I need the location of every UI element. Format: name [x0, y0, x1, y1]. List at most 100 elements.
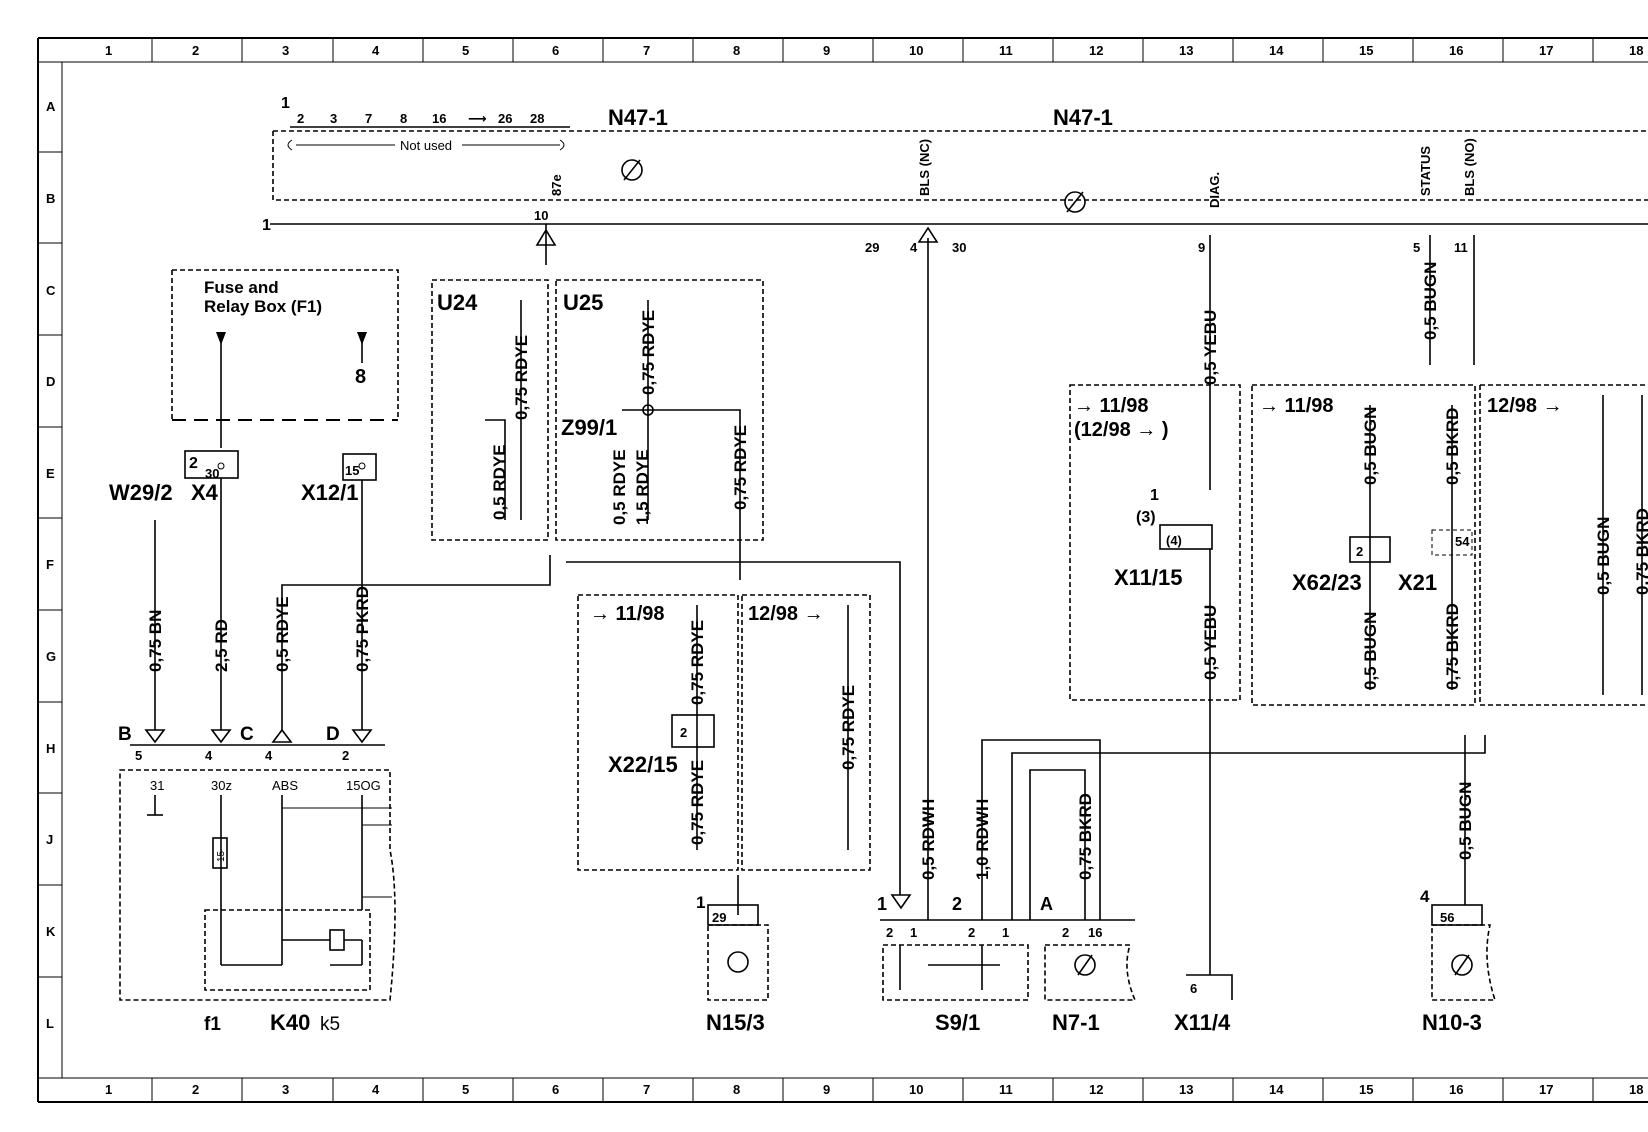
svg-text:0,5 YEBU: 0,5 YEBU — [1201, 605, 1220, 680]
col-7-bottom: 7 — [643, 1082, 650, 1097]
svg-text:0,5 BUGN: 0,5 BUGN — [1456, 782, 1475, 860]
svg-text:2: 2 — [1062, 925, 1069, 940]
svg-text:5: 5 — [1413, 240, 1420, 255]
svg-text:4: 4 — [205, 748, 213, 763]
col-14-bottom: 14 — [1269, 1082, 1284, 1097]
svg-text:29: 29 — [865, 240, 879, 255]
terminal-status: STATUS — [1418, 146, 1433, 196]
ecu-symbol-icon — [1064, 191, 1086, 213]
col-7: 7 — [643, 43, 650, 58]
col-10: 10 — [909, 43, 923, 58]
col-15: 15 — [1359, 43, 1373, 58]
svg-text:9: 9 — [1198, 240, 1205, 255]
svg-text:0,75 RDYE: 0,75 RDYE — [839, 685, 858, 770]
svg-text:30: 30 — [952, 240, 966, 255]
svg-text:2: 2 — [1356, 544, 1363, 559]
col-13: 13 — [1179, 43, 1193, 58]
svg-text:2: 2 — [189, 455, 198, 472]
svg-text:0,5 RDYE: 0,5 RDYE — [610, 449, 629, 525]
f1-label: f1 — [204, 1014, 221, 1035]
row-D: D — [46, 374, 55, 389]
k5-label: k5 — [320, 1014, 340, 1035]
svg-text:5: 5 — [135, 748, 142, 763]
x21-label: X21 — [1398, 570, 1437, 595]
svg-text:15OG: 15OG — [346, 778, 381, 793]
col-15-bottom: 15 — [1359, 1082, 1373, 1097]
n47-1-label-left: N47-1 — [608, 105, 668, 130]
svg-text:0,75 RDYE: 0,75 RDYE — [688, 620, 707, 705]
u24-u25-block: U24 U25 0,75 RDYE 0,5 RDYE Z99/1 0,75 RD… — [431, 224, 901, 895]
col-18: 18 — [1629, 43, 1643, 58]
terminal-diag: DIAG. — [1207, 172, 1222, 208]
col-8: 8 — [733, 43, 740, 58]
svg-text:29: 29 — [712, 910, 726, 925]
w29-2-label: W29/2 — [109, 480, 173, 505]
x22-15-block: → 11/98 12/98 → 2 X22/15 0,75 RDYE 0,75 … — [577, 594, 871, 915]
svg-text:→ 11/98: → 11/98 — [590, 603, 665, 625]
svg-text:2: 2 — [886, 925, 893, 940]
wire-05-rdye: 0,5 RDYE — [273, 596, 292, 672]
col-11: 11 — [999, 43, 1013, 58]
svg-text:4: 4 — [1420, 887, 1430, 906]
svg-text:16: 16 — [432, 111, 446, 126]
x62-x21-block: 0,5 BUGN → 11/98 12/98 → 0,5 BUGN 2 X62/… — [1251, 235, 1648, 706]
svg-text:1: 1 — [1002, 925, 1009, 940]
svg-text:12/98 →: 12/98 → — [748, 603, 824, 625]
col-1: 1 — [105, 43, 112, 58]
svg-text:2: 2 — [952, 894, 962, 914]
svg-text:0,75 BKRD: 0,75 BKRD — [1443, 603, 1462, 690]
x62-23-label: X62/23 — [1292, 570, 1362, 595]
fuse-box-title-2: Relay Box (F1) — [204, 297, 322, 316]
svg-text:0,5 BUGN: 0,5 BUGN — [1361, 407, 1380, 485]
svg-text:(4): (4) — [1166, 533, 1182, 548]
col-4-bottom: 4 — [372, 1082, 380, 1097]
n15-3-module: 1 29 N15/3 — [696, 893, 769, 1035]
z99-1-label: Z99/1 — [561, 415, 617, 440]
row-G: G — [46, 649, 56, 664]
col-16: 16 — [1449, 43, 1463, 58]
n7-1-module: N7-1 — [1044, 944, 1137, 1035]
col-14: 14 — [1269, 43, 1284, 58]
s9-1-module: 0,5 RDWH 1,0 RDWH 0,75 BKRD 1 2 A 2 1 2 … — [877, 226, 1486, 1035]
k40-module: B C D 5 4 4 2 31 30z ABS 15OG 15 — [118, 724, 396, 1035]
row-H: H — [46, 741, 55, 756]
svg-text:7: 7 — [365, 111, 372, 126]
svg-text:16: 16 — [1088, 925, 1102, 940]
svg-text:1: 1 — [910, 925, 917, 940]
svg-text:0,75 RDYE: 0,75 RDYE — [639, 310, 658, 395]
col-12-bottom: 12 — [1089, 1082, 1103, 1097]
svg-text:15: 15 — [345, 463, 359, 478]
u24-label: U24 — [437, 290, 478, 315]
fuse-box-title-1: Fuse and — [204, 278, 279, 297]
x11-15-block: 0,5 YEBU → 11/98 (12/98 → ) 1 (3) (4) X1… — [1069, 235, 1241, 1035]
col-3: 3 — [282, 43, 289, 58]
svg-text:1,5 RDYE: 1,5 RDYE — [633, 449, 652, 525]
svg-text:28: 28 — [530, 111, 544, 126]
svg-text:A: A — [1040, 894, 1053, 914]
x12-1-connector: 15 X12/1 — [301, 453, 377, 505]
n47-1-label-right: N47-1 — [1053, 105, 1113, 130]
svg-text:0,5 RDWH: 0,5 RDWH — [919, 799, 938, 880]
top-connector-pin-1: 1 — [281, 95, 290, 112]
n10-3-module: 0,5 BUGN 4 56 N10-3 — [1420, 735, 1497, 1035]
svg-text:1: 1 — [696, 893, 705, 912]
col-6-bottom: 6 — [552, 1082, 559, 1097]
svg-text:54: 54 — [1455, 534, 1470, 549]
svg-text:0,75 BKRD: 0,75 BKRD — [1633, 508, 1648, 595]
col-16-bottom: 16 — [1449, 1082, 1463, 1097]
col-4: 4 — [372, 43, 380, 58]
wire-075-bn: 0,75 BN — [146, 610, 165, 672]
row-A: A — [46, 99, 56, 114]
k40-pin-d: D — [326, 724, 340, 745]
x12-1-label: X12/1 — [301, 480, 359, 505]
svg-text:0,75 BKRD: 0,75 BKRD — [1076, 793, 1095, 880]
col-13-bottom: 13 — [1179, 1082, 1193, 1097]
svg-text:→ 11/98: → 11/98 — [1074, 395, 1149, 417]
svg-text:⟶: ⟶ — [468, 111, 487, 126]
fuse-relay-box: Fuse and Relay Box (F1) 8 — [171, 269, 399, 448]
svg-text:3: 3 — [330, 111, 337, 126]
column-ticks — [151, 38, 1594, 1102]
svg-text:0,5 BUGN: 0,5 BUGN — [1361, 612, 1380, 690]
col-9: 9 — [823, 43, 830, 58]
k40-label: K40 — [270, 1010, 310, 1035]
